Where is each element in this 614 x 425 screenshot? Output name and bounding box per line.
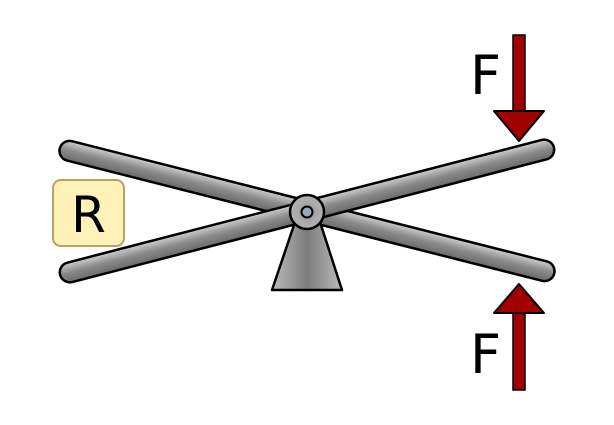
pivot-pin [300, 205, 314, 219]
resistance-label-box: R [52, 179, 125, 247]
resistance-label: R [71, 186, 106, 244]
force-label-bottom: F [470, 323, 501, 386]
fulcrum-base [270, 220, 344, 292]
force-arrow-down [493, 34, 545, 142]
force-arrow-up [493, 283, 545, 391]
force-label-top: F [470, 44, 501, 107]
